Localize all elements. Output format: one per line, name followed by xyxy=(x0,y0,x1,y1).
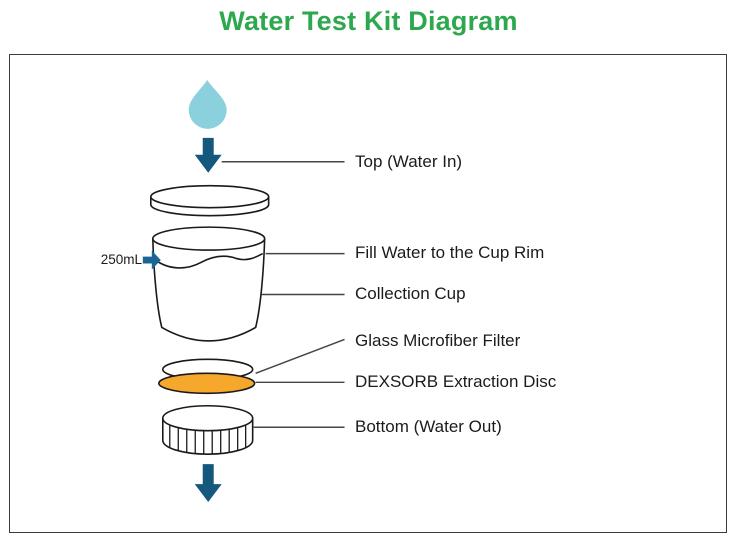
down-arrow-icon xyxy=(194,464,222,503)
volume-marker-label: 250mL xyxy=(100,252,142,267)
page-title: Water Test Kit Diagram xyxy=(219,6,518,36)
label-top-water-in: Top (Water In) xyxy=(355,152,463,171)
label-glass-microfiber-filter: Glass Microfiber Filter xyxy=(355,331,521,350)
water-drop-icon xyxy=(188,79,227,129)
collection-cup-shape xyxy=(152,226,266,342)
bottom-cap-shape xyxy=(161,404,254,455)
connector-line-filter xyxy=(255,338,345,375)
down-arrow-icon xyxy=(194,137,222,173)
label-dexsorb-extraction-disc: DEXSORB Extraction Disc xyxy=(355,372,557,391)
diagram-frame: 250mL Top (Water In) Fill Water to the C… xyxy=(9,54,727,533)
water-test-kit-diagram xyxy=(142,79,345,503)
extraction-disc-shape xyxy=(157,372,256,395)
water-line xyxy=(154,252,264,269)
label-fill-water-cup-rim: Fill Water to the Cup Rim xyxy=(355,243,545,262)
label-collection-cup: Collection Cup xyxy=(355,284,466,303)
lid-shape xyxy=(150,184,270,217)
label-bottom-water-out: Bottom (Water Out) xyxy=(355,417,502,436)
